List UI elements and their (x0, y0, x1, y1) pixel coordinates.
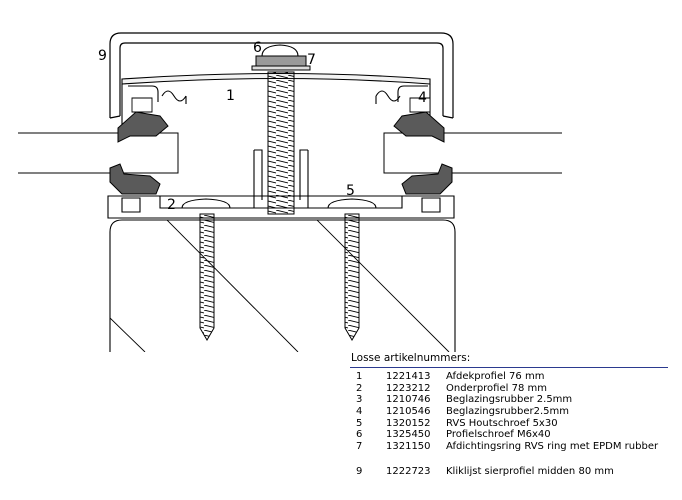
legend-number: 4 (356, 406, 363, 418)
legend-rows: 1 1221413 Afdekprofiel 76 mm 2 1223212 O… (350, 371, 670, 478)
legend-article-code: 1210546 (386, 406, 431, 418)
glazing-rubber-top-right (393, 97, 445, 143)
legend-description: Beglazingsrubber 2.5mm (446, 394, 573, 406)
wood-screw-left (181, 198, 231, 341)
glass-pane-right (383, 132, 562, 174)
legend-article-code: 1221413 (386, 371, 431, 382)
legend-article-code: 1325450 (386, 429, 431, 441)
profile-bolt-6 (251, 44, 311, 215)
wooden-beam (109, 219, 456, 352)
glazing-rubber-bottom-left (109, 163, 161, 195)
legend-number: 9 (356, 465, 363, 477)
legend-article-code: 1321150 (386, 441, 431, 453)
legend-row: 4 1210546 Beglazingsrubber2.5mm (350, 406, 670, 418)
legend-row: 6 1325450 Profielschroef M6x40 (350, 429, 670, 441)
snap-strip-profile-9 (109, 32, 454, 119)
legend-article-code: 1222723 (386, 465, 431, 477)
legend-title: Losse artikelnummers: (351, 352, 471, 364)
legend-row: 9 1222723 Kliklіjst sierprofiel midden 8… (350, 466, 670, 478)
legend-row: 5 1320152 RVS Houtschroef 5x30 (350, 418, 670, 430)
legend-description: Onderprofiel 78 mm (446, 382, 547, 394)
seal-ring-7 (255, 55, 307, 67)
legend-description: Beglazingsrubber2.5mm (446, 406, 569, 418)
legend-article-code: 1210746 (386, 394, 431, 406)
legend-description: Afdichtingsring RVS ring met EPDM rubber (446, 441, 659, 453)
legend-number: 5 (356, 417, 363, 429)
callout-5: 5 (346, 183, 355, 199)
legend-description: Profielschroef M6x40 (446, 429, 551, 441)
legend-row: 3 1210746 Beglazingsrubber 2.5mm (350, 394, 670, 406)
legend-number: 1 (356, 371, 363, 382)
legend-number: 3 (356, 394, 363, 406)
legend-divider (350, 367, 668, 368)
legend-description: Kliklіjst sierprofiel midden 80 mm (446, 465, 614, 477)
legend-article-code: 1320152 (386, 417, 431, 429)
wood-screw-right (327, 198, 377, 341)
callout-1: 1 (226, 88, 235, 104)
callout-9: 9 (98, 48, 107, 64)
legend-description: RVS Houtschroef 5x30 (446, 417, 558, 429)
glass-pane-left (18, 132, 179, 174)
callout-2: 2 (167, 197, 176, 213)
legend-number: 6 (356, 429, 363, 441)
legend-article-code: 1223212 (386, 382, 431, 394)
legend-number: 7 (356, 441, 363, 453)
legend-row: 1 1221413 Afdekprofiel 76 mm (350, 371, 670, 383)
legend-row: 7 1321150 Afdichtingsring RVS ring met E… (350, 441, 670, 453)
legend-row: 2 1223212 Onderprofiel 78 mm (350, 383, 670, 395)
callout-7: 7 (307, 52, 316, 68)
legend-description: Afdekprofiel 76 mm (446, 371, 545, 382)
glazing-rubber-bottom-right (401, 163, 453, 195)
glazing-rubber-top-left (117, 97, 169, 143)
callout-4: 4 (418, 90, 427, 106)
legend-number: 2 (356, 382, 363, 394)
callout-6: 6 (253, 40, 262, 56)
parts-legend: Losse artikelnummers: 1 1221413 Afdekpro… (350, 352, 670, 478)
